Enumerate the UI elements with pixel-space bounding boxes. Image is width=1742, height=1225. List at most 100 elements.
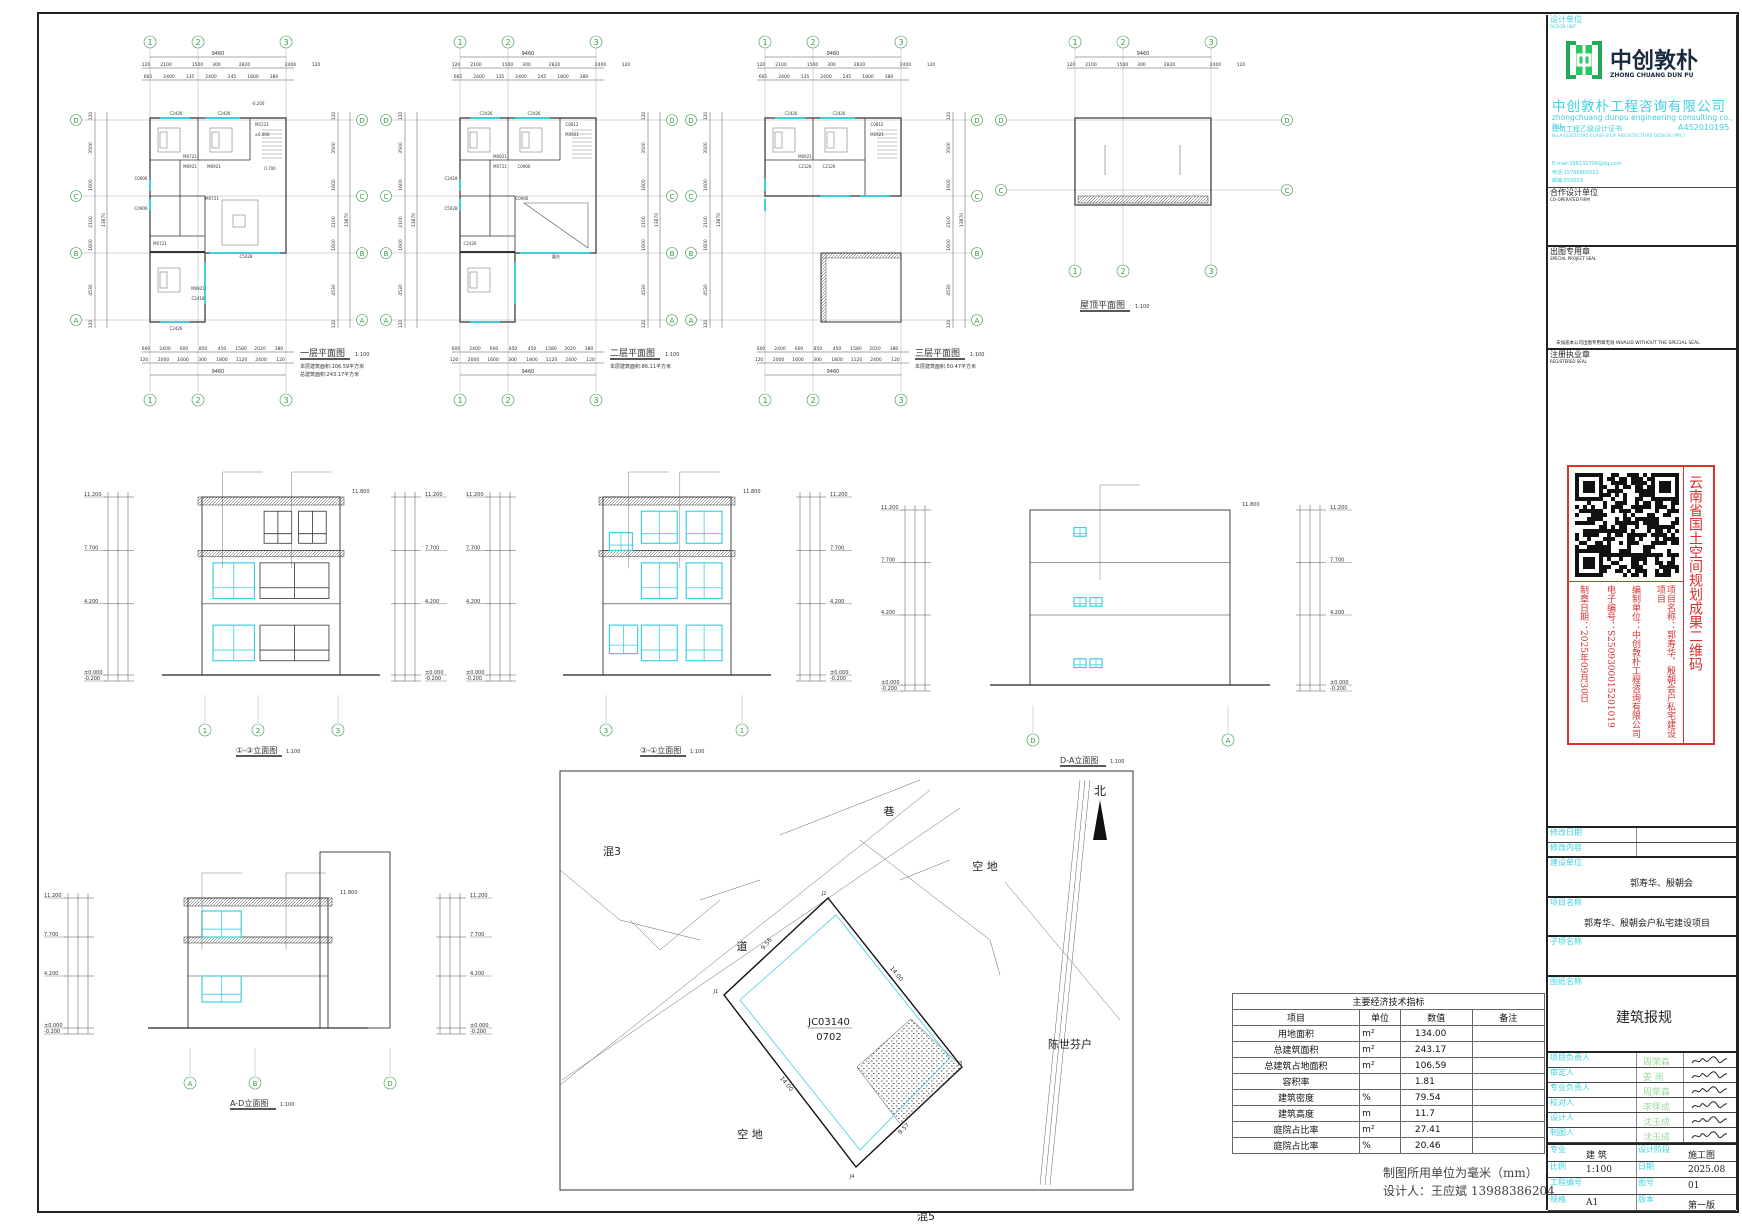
axis-label: D bbox=[998, 117, 1003, 125]
room-tag: C0906 bbox=[135, 206, 148, 211]
qr-module bbox=[1651, 517, 1655, 521]
qr-module bbox=[1619, 525, 1623, 529]
dimension-value: 1600 bbox=[331, 179, 337, 191]
window bbox=[149, 199, 151, 211]
signature-icon bbox=[1691, 1086, 1728, 1094]
window bbox=[459, 199, 461, 211]
table-cell: 79.54 bbox=[1399, 1089, 1473, 1106]
qr-module bbox=[1671, 541, 1675, 545]
bed bbox=[519, 127, 543, 153]
qr-module bbox=[1615, 489, 1619, 493]
dimension-value: 2400 bbox=[778, 74, 790, 80]
room-tag: C5028 bbox=[445, 206, 458, 211]
axis-bubble bbox=[331, 723, 345, 737]
dimension-value: 2100 bbox=[88, 216, 94, 228]
qr-module bbox=[1615, 561, 1619, 565]
axis-label: C bbox=[74, 193, 79, 201]
north-arrow-icon bbox=[1093, 800, 1107, 840]
qr-module bbox=[1603, 545, 1607, 549]
elevation-title: ①-③立面图 bbox=[236, 745, 277, 755]
dimension-value: 2400 bbox=[285, 62, 297, 68]
dimension-value: 1600 bbox=[946, 179, 952, 191]
meta-key: 版本 bbox=[1638, 1194, 1654, 1204]
boundary-line bbox=[1049, 779, 1091, 1186]
qr-module bbox=[1647, 529, 1651, 533]
dimension-value: 4530 bbox=[331, 284, 337, 296]
dimension-value: 665 bbox=[144, 74, 153, 80]
qr-module bbox=[1671, 557, 1675, 561]
axis-bubble bbox=[758, 35, 772, 49]
qr-module bbox=[1575, 533, 1579, 537]
dimension-value: 600 bbox=[490, 346, 499, 352]
qr-module bbox=[1667, 513, 1671, 517]
dimension-value: 120 bbox=[398, 112, 404, 121]
courtyard-hatch bbox=[856, 1018, 963, 1126]
qr-module bbox=[1627, 545, 1631, 549]
window bbox=[459, 179, 461, 191]
qr-module bbox=[1655, 569, 1659, 573]
qr-module bbox=[1635, 517, 1639, 521]
label-en: SPECIAL PROJECT SEAL bbox=[1550, 256, 1597, 261]
wall-outline bbox=[764, 117, 902, 197]
window bbox=[520, 252, 590, 254]
qr-module bbox=[1671, 509, 1675, 513]
window bbox=[764, 179, 766, 191]
qr-module bbox=[1595, 545, 1599, 549]
dimension-value: 135 bbox=[496, 74, 505, 80]
axis-label: 3 bbox=[1208, 267, 1213, 276]
table-cell bbox=[1471, 1105, 1546, 1122]
elevation-2: 11.80011.2007.7004.200±0.000-0.20011.200… bbox=[466, 471, 852, 757]
qr-module bbox=[1623, 529, 1627, 533]
staff-role: 专业负责人 bbox=[1550, 1083, 1590, 1092]
axis-label: 3 bbox=[593, 38, 598, 47]
dimension-value: 2100 bbox=[946, 216, 952, 228]
window bbox=[514, 262, 516, 304]
elevation-scale: 1:100 bbox=[1110, 759, 1124, 765]
qr-module bbox=[1643, 561, 1647, 565]
qr-module bbox=[1647, 525, 1651, 529]
qr-module bbox=[1643, 533, 1647, 537]
qr-module bbox=[1595, 509, 1599, 513]
axis-bubble bbox=[806, 393, 820, 407]
axis-bubble bbox=[685, 247, 697, 259]
axis-bubble bbox=[383, 1076, 397, 1090]
stamp-unit: 编制单位：中创敦朴工程咨询有限公司 bbox=[1630, 585, 1640, 738]
drawing-title-row: 图纸名称 建筑报规 bbox=[1548, 977, 1736, 1053]
qr-module bbox=[1671, 533, 1675, 537]
table-cell: 134.00 bbox=[1399, 1025, 1473, 1042]
dimension-value: 1600 bbox=[641, 179, 647, 191]
dimension-value: 380 bbox=[890, 346, 899, 352]
qr-module bbox=[1623, 513, 1627, 517]
seal-section: 出图专用章 SPECIAL PROJECT SEAL 未加盖本公司出图专用章无效… bbox=[1548, 247, 1736, 350]
qr-module bbox=[1631, 473, 1635, 477]
axis-bubble bbox=[1116, 264, 1130, 278]
qr-module bbox=[1583, 529, 1587, 533]
axis-bubble bbox=[599, 723, 613, 737]
table-cell bbox=[1471, 1041, 1546, 1058]
table-cell: 20.46 bbox=[1399, 1137, 1473, 1154]
qr-module bbox=[1623, 509, 1627, 513]
axis-bubble bbox=[666, 190, 678, 202]
qr-module bbox=[1647, 513, 1651, 517]
qr-module bbox=[1619, 529, 1623, 533]
axis-label: C bbox=[975, 193, 980, 201]
level-label: 4.200 bbox=[44, 971, 58, 977]
corner-label: J2 bbox=[821, 891, 827, 897]
qr-module bbox=[1615, 553, 1619, 557]
total-area-note: 总建筑面积:243.17平方米 bbox=[300, 371, 359, 378]
top-level-label: 11.800 bbox=[340, 890, 358, 896]
site-label-vacant_ne: 空 地 bbox=[972, 859, 998, 873]
qr-module bbox=[1635, 501, 1639, 505]
qr-module bbox=[1659, 533, 1663, 537]
dimension-total: 13870 bbox=[959, 213, 965, 227]
corner-label: J1 bbox=[713, 989, 719, 995]
dimension-value: 4530 bbox=[946, 284, 952, 296]
qr-module bbox=[1611, 497, 1615, 501]
room-tag: M1521 bbox=[255, 122, 269, 127]
qr-module bbox=[1635, 497, 1639, 501]
dimension-value: 120 bbox=[703, 320, 709, 329]
level-label: 4.200 bbox=[425, 599, 439, 605]
dimension-value: 1600 bbox=[703, 179, 709, 191]
